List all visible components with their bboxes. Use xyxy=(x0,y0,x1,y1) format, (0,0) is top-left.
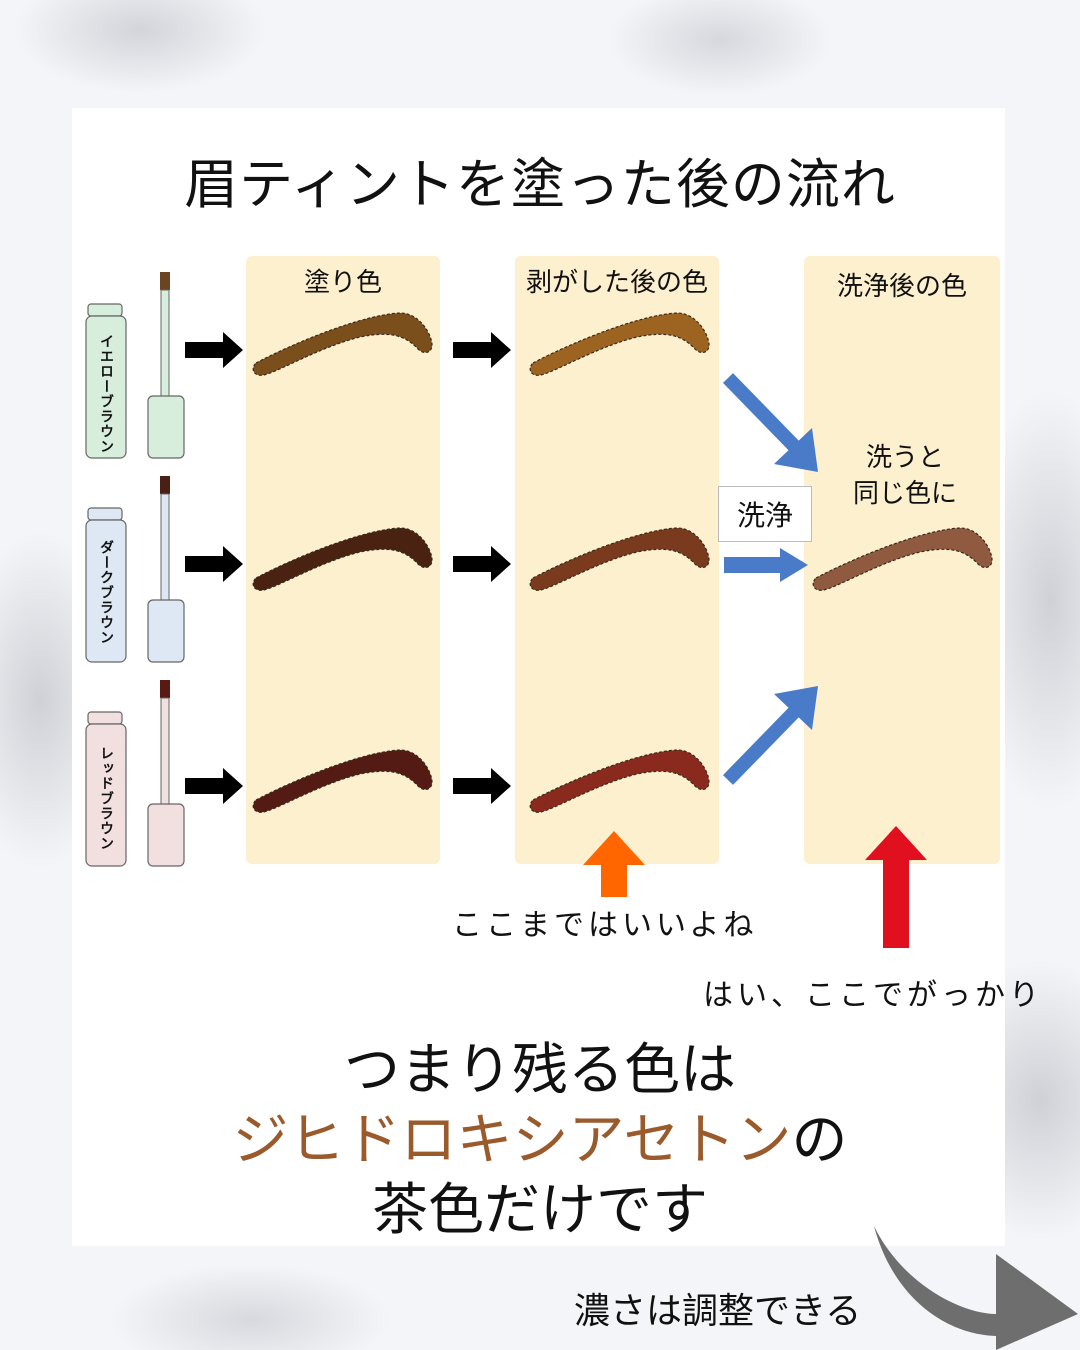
arrow-right-icon xyxy=(185,332,243,368)
summary-line-1: つまり残る色は xyxy=(344,1038,736,1103)
product-label-yellow-brown: イエローブラウン xyxy=(98,334,114,454)
eyebrow-applied-red-brown xyxy=(252,749,433,813)
arrow-diagonal-up-icon xyxy=(722,686,818,785)
wash-note-line-1: 洗うと xyxy=(865,443,944,473)
arrow-right-icon xyxy=(453,332,511,368)
eyebrow-washed xyxy=(812,527,993,591)
column-label-applied: 塗り色 xyxy=(303,268,382,298)
product-label-dark-brown: ダークブラウン xyxy=(98,540,114,645)
column-washed xyxy=(804,256,1000,864)
bottle-icon-red-brown xyxy=(85,680,185,867)
wash-label: 洗浄 xyxy=(718,486,812,542)
annotation-disappoint: はい、ここでがっかり xyxy=(703,978,1043,1013)
column-label-washed: 洗浄後の色 xyxy=(836,272,967,302)
arrow-up-orange-icon xyxy=(583,831,645,897)
arrow-up-red-icon xyxy=(865,826,927,948)
summary-line-2: ジヒドロキシアセトンの xyxy=(0,1106,1080,1176)
wash-note-line-2: 同じ色に xyxy=(852,479,957,509)
eyebrow-applied-yellow-brown xyxy=(252,312,433,376)
next-page-arrow-icon[interactable] xyxy=(872,1224,1080,1350)
arrow-right-icon xyxy=(185,768,243,804)
eyebrow-peeled-yellow-brown xyxy=(529,312,710,376)
annotation-ok: ここまではいいよね xyxy=(452,908,758,943)
eyebrow-peeled-red-brown xyxy=(529,749,710,813)
wash-note: 洗うと 同じ色に xyxy=(830,440,980,512)
product-label-red-brown: レッドブラウン xyxy=(98,746,114,851)
eyebrow-peeled-dark-brown xyxy=(529,527,710,591)
arrow-diagonal-down-icon xyxy=(722,373,818,472)
footer-note: 濃さは調整できる xyxy=(574,1291,862,1332)
eyebrow-applied-dark-brown xyxy=(252,527,433,591)
arrow-right-icon xyxy=(453,768,511,804)
arrow-right-icon xyxy=(453,546,511,582)
summary-accent: ジヒドロキシアセトン xyxy=(232,1108,792,1173)
column-label-peeled: 剥がした後の色 xyxy=(525,268,708,298)
arrow-right-blue-icon xyxy=(724,548,808,582)
summary-line-3: 茶色だけです xyxy=(372,1178,708,1243)
page-title: 眉ティントを塗った後の流れ xyxy=(184,153,896,216)
bottle-icon-dark-brown xyxy=(85,476,185,663)
arrow-right-icon xyxy=(185,546,243,582)
summary-line-2-rest: の xyxy=(791,1108,848,1173)
bottle-icon-yellow-brown xyxy=(85,272,185,459)
